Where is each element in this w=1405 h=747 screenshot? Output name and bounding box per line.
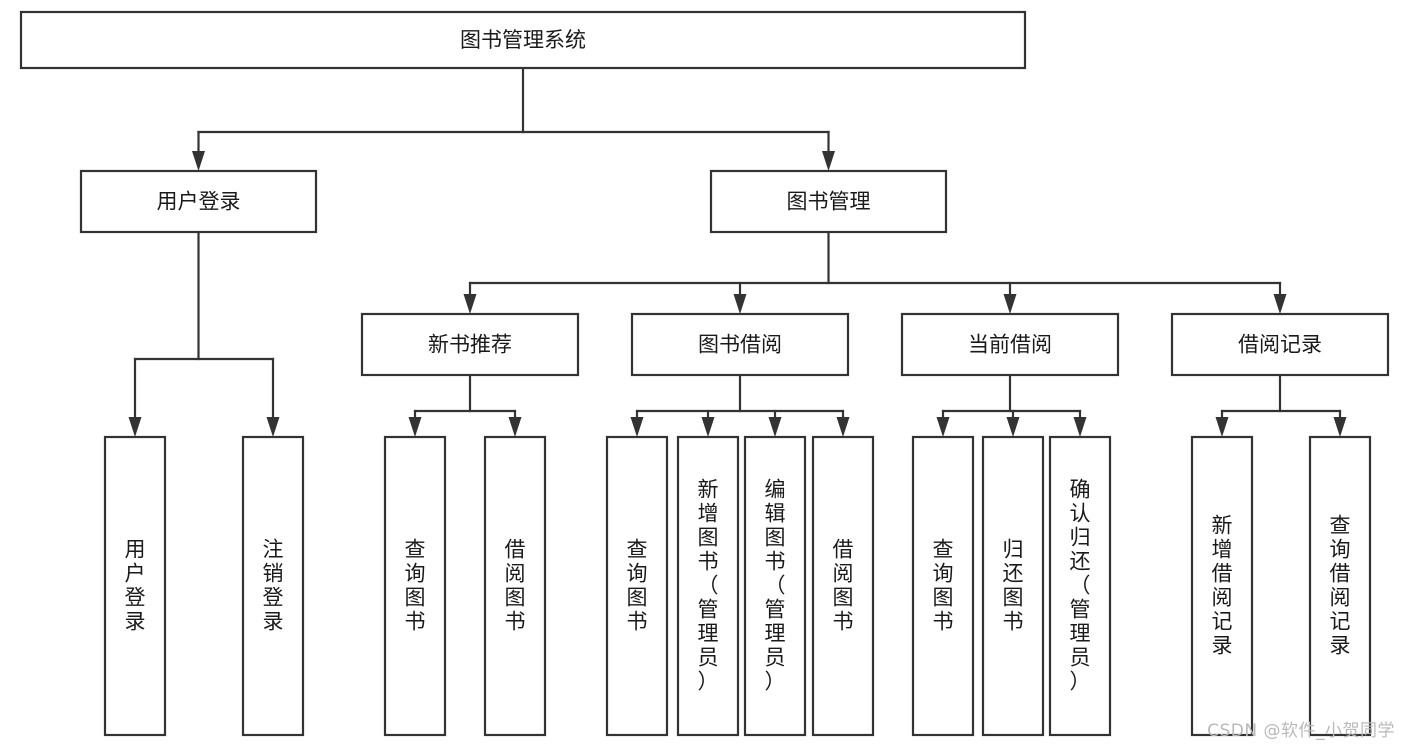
arrow-head-icon [836, 417, 850, 437]
node-label: 图书借阅 [698, 333, 782, 357]
node-l-add-record[interactable]: 新增借阅记录 [1190, 435, 1254, 737]
node-box [605, 435, 669, 737]
arrow-head-icon [408, 417, 422, 437]
node-l-logout[interactable]: 注销登录 [241, 435, 305, 737]
arrow-head-icon [1273, 294, 1287, 314]
arrow-head-icon [1003, 294, 1017, 314]
node-label: 注销登录 [263, 538, 284, 634]
arrow-head-icon [768, 417, 782, 437]
node-label: 新增借阅记录 [1212, 514, 1233, 658]
node-label: 图书管理系统 [460, 28, 586, 52]
node-l-query-record[interactable]: 查询借阅记录 [1308, 435, 1372, 737]
node-l-borrow-book-1[interactable]: 借阅图书 [483, 435, 547, 737]
node-label: 新书推荐 [428, 333, 512, 357]
node-label: 借阅图书 [833, 538, 854, 634]
node-label: 用户登录 [157, 190, 241, 214]
node-box [360, 312, 580, 377]
node-n-book-manage[interactable]: 图书管理 [709, 169, 948, 234]
arrow-head-icon [1006, 417, 1020, 437]
node-box [241, 435, 305, 737]
node-label: 借阅图书 [505, 538, 526, 634]
node-n-current-borrow[interactable]: 当前借阅 [900, 312, 1120, 377]
arrow-head-icon [701, 417, 715, 437]
node-layer: 图书管理系统用户登录图书管理新书推荐图书借阅当前借阅借阅记录用户登录注销登录查询… [19, 10, 1390, 737]
node-n-new-book-rec[interactable]: 新书推荐 [360, 312, 580, 377]
node-label: 借阅记录 [1238, 333, 1322, 357]
node-l-query-book-3[interactable]: 查询图书 [911, 435, 975, 737]
arrow-head-icon [1073, 417, 1087, 437]
csdn-watermark: CSDN @软件_小贺同学 [1207, 721, 1395, 741]
node-box [1190, 435, 1254, 737]
node-box [900, 312, 1120, 377]
node-box [743, 435, 807, 737]
node-l-confirm-return[interactable]: 确认归还（管理员） [1048, 435, 1112, 737]
node-box [911, 435, 975, 737]
node-label: 新增图书（管理员） [698, 478, 719, 694]
node-n-book-borrow[interactable]: 图书借阅 [630, 312, 850, 377]
arrow-head-icon [822, 151, 835, 171]
arrow-head-icon [936, 417, 950, 437]
node-box [1308, 435, 1372, 737]
arrow-head-icon [192, 151, 205, 171]
node-n-user-login[interactable]: 用户登录 [79, 169, 318, 234]
arrow-head-icon [1333, 417, 1347, 437]
node-box [383, 435, 447, 737]
arrow-head-icon [1215, 417, 1229, 437]
arrow-head-icon [463, 294, 477, 314]
node-box [676, 435, 740, 737]
node-l-add-book[interactable]: 新增图书（管理员） [676, 435, 740, 737]
node-label: 当前借阅 [968, 333, 1052, 357]
node-l-return-book[interactable]: 归还图书 [981, 435, 1045, 737]
node-l-query-book-2[interactable]: 查询图书 [605, 435, 669, 737]
node-box [981, 435, 1045, 737]
node-box [1170, 312, 1390, 377]
node-label: 用户登录 [125, 538, 146, 634]
node-label: 归还图书 [1003, 538, 1024, 634]
node-label: 查询借阅记录 [1330, 514, 1351, 658]
node-box [1048, 435, 1112, 737]
node-label: 查询图书 [627, 538, 648, 634]
node-l-query-book-1[interactable]: 查询图书 [383, 435, 447, 737]
node-box [630, 312, 850, 377]
node-box [483, 435, 547, 737]
arrow-head-icon [128, 417, 142, 437]
arrow-head-icon [266, 417, 280, 437]
node-box [103, 435, 167, 737]
node-label: 查询图书 [933, 538, 954, 634]
node-box [811, 435, 875, 737]
node-n-borrow-record[interactable]: 借阅记录 [1170, 312, 1390, 377]
node-label: 编辑图书（管理员） [765, 478, 786, 694]
node-label: 确认归还（管理员） [1070, 478, 1091, 694]
arrow-head-icon [630, 417, 644, 437]
node-l-edit-book[interactable]: 编辑图书（管理员） [743, 435, 807, 737]
node-label: 图书管理 [787, 190, 871, 214]
node-box [709, 169, 948, 234]
node-root[interactable]: 图书管理系统 [19, 10, 1027, 70]
arrow-head-icon [508, 417, 522, 437]
node-box [79, 169, 318, 234]
node-box [19, 10, 1027, 70]
arrow-head-icon [733, 294, 747, 314]
node-label: 查询图书 [405, 538, 426, 634]
edge-layer [128, 66, 1347, 437]
node-l-borrow-book-2[interactable]: 借阅图书 [811, 435, 875, 737]
node-l-user-login[interactable]: 用户登录 [103, 435, 167, 737]
